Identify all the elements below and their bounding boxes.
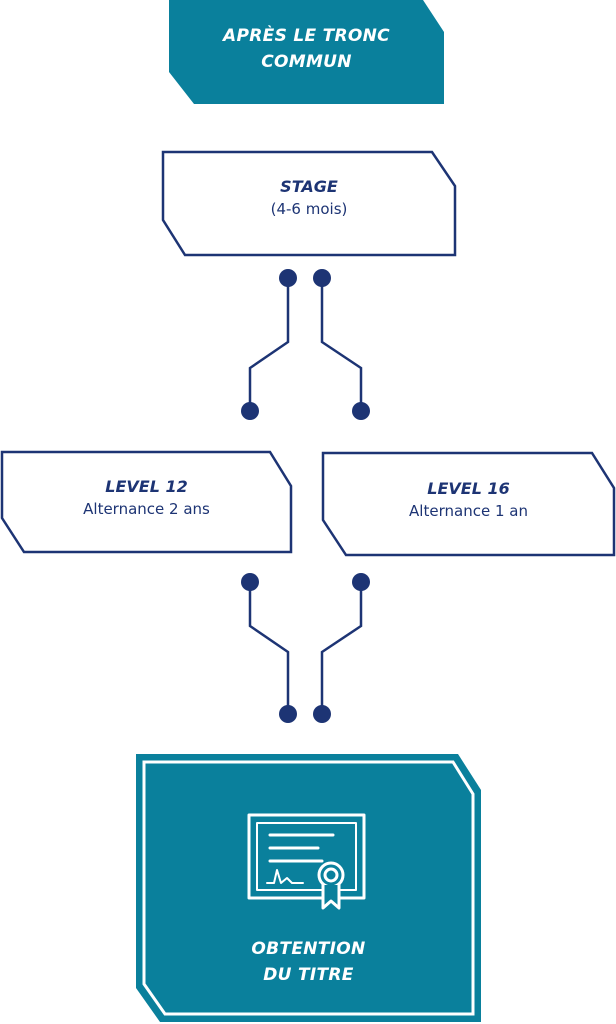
header-line1: APRÈS LE TRONC — [223, 26, 390, 46]
level16-title: LEVEL 16 — [427, 479, 510, 498]
stage-label: STAGE (4-6 mois) — [163, 176, 455, 220]
connector-dot — [241, 402, 259, 420]
merge-connector — [248, 582, 363, 714]
level12-title: LEVEL 12 — [105, 477, 188, 496]
header-title: APRÈS LE TRONC COMMUN — [169, 23, 444, 75]
connector-dot — [352, 402, 370, 420]
level12-box — [0, 450, 293, 554]
connector-dot — [313, 269, 331, 287]
stage-title: STAGE — [280, 177, 338, 196]
level16-label: LEVEL 16 Alternance 1 an — [323, 478, 614, 522]
certificate-icon — [247, 813, 366, 910]
level12-subtitle: Alternance 2 ans — [83, 500, 210, 518]
result-box — [136, 754, 481, 1022]
header-box — [169, 0, 444, 104]
connector-dot — [279, 705, 297, 723]
stage-subtitle: (4-6 mois) — [270, 200, 348, 218]
connector-dot — [352, 573, 370, 591]
level16-box — [321, 451, 616, 557]
split-connector — [248, 278, 363, 411]
result-box-inner-border — [142, 760, 475, 1016]
stage-box — [161, 150, 457, 257]
connector-dot — [313, 705, 331, 723]
level16-subtitle: Alternance 1 an — [409, 502, 528, 520]
connector-dot — [241, 573, 259, 591]
result-line2: DU TITRE — [263, 965, 354, 985]
level12-label: LEVEL 12 Alternance 2 ans — [2, 476, 291, 520]
result-title: OBTENTION DU TITRE — [136, 936, 481, 988]
connector-dot — [279, 269, 297, 287]
header-line2: COMMUN — [261, 52, 352, 72]
result-line1: OBTENTION — [251, 939, 366, 959]
